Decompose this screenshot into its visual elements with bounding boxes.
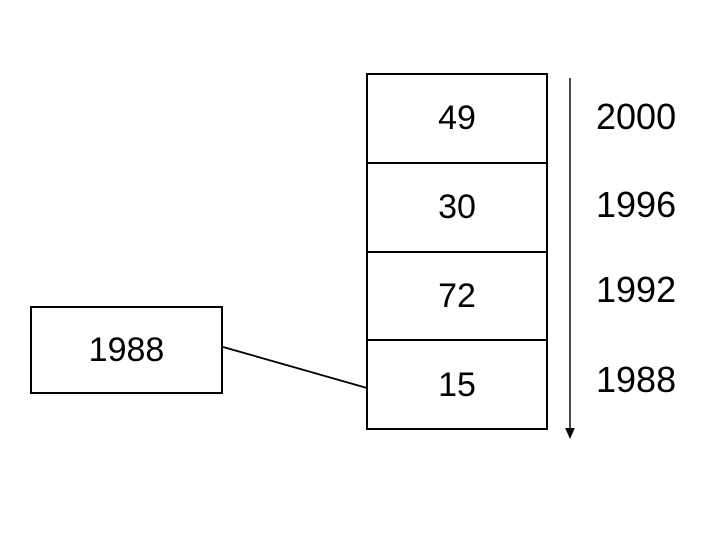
year-label: 2000 — [596, 96, 677, 137]
callout-box: 1988 — [30, 306, 223, 394]
callout-label: 1988 — [88, 330, 165, 369]
stack-cell: 49 — [368, 75, 546, 162]
stack-table: 49 30 72 15 — [366, 73, 548, 430]
connector-line — [222, 346, 368, 389]
arrow-down-icon — [565, 428, 575, 439]
stack-cell: 15 — [368, 339, 546, 428]
stack-cell: 72 — [368, 250, 546, 340]
cell-value: 15 — [438, 365, 476, 404]
year-label: 1996 — [596, 184, 677, 225]
year-label: 1988 — [596, 359, 677, 400]
cell-value: 30 — [438, 188, 476, 227]
cell-value: 72 — [438, 276, 476, 315]
stack-cell: 30 — [368, 161, 546, 251]
year-label: 1992 — [596, 269, 677, 310]
cell-value: 49 — [438, 99, 476, 138]
